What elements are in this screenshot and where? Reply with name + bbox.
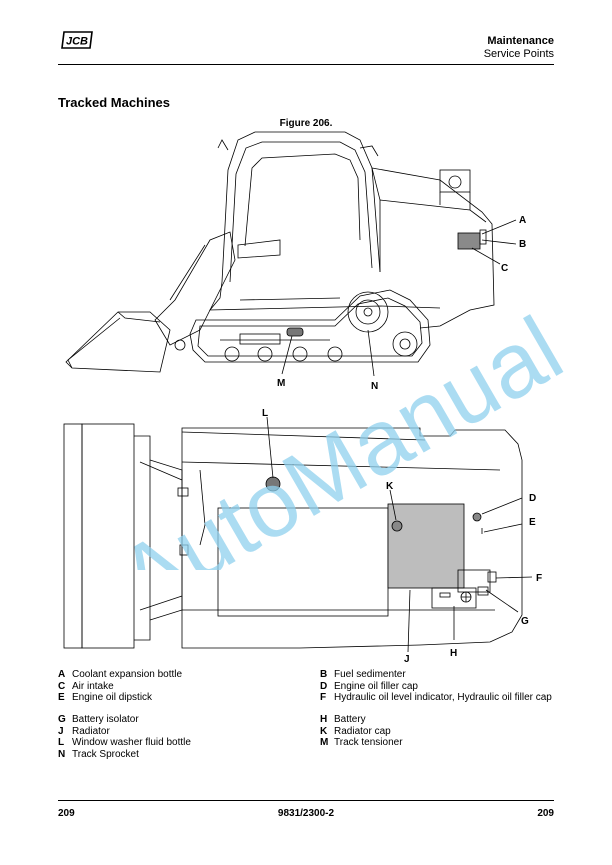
legend-item: C Air intake <box>58 681 114 693</box>
legend-text: Engine oil dipstick <box>72 692 153 703</box>
jcb-logo: JCB <box>61 31 93 49</box>
callout-a: A <box>519 215 526 226</box>
logo-text: JCB <box>66 36 88 48</box>
legend-text: Coolant expansion bottle <box>72 669 183 680</box>
legend-text: Hydraulic oil level indicator, Hydraulic… <box>334 692 552 703</box>
callout-n: N <box>371 381 378 392</box>
legend-key: E <box>58 692 65 703</box>
legend-key: J <box>58 725 64 737</box>
callout-b: B <box>519 239 526 250</box>
legend-key: A <box>58 669 66 680</box>
legend-key: B <box>320 669 328 680</box>
callout-h: H <box>450 648 457 659</box>
footer-document-number: 9831/2300-2 <box>277 808 335 819</box>
legend-text: Battery isolator <box>72 714 139 725</box>
header-rule <box>58 64 554 65</box>
legend-key: M <box>320 737 329 748</box>
footer-page-right: 209 <box>537 808 554 819</box>
callout-d: D <box>529 493 536 504</box>
legend-item: E Engine oil dipstick <box>58 692 152 704</box>
legend-text: Window washer fluid bottle <box>72 737 191 748</box>
legend-text: Fuel sedimenter <box>334 669 406 680</box>
legend-text: Engine oil filler cap <box>334 680 418 692</box>
legend-key: C <box>58 680 66 692</box>
callout-f: F <box>536 573 542 584</box>
legend-item: H Battery <box>320 714 366 726</box>
legend-text: Track tensioner <box>334 737 403 748</box>
callout-c: C <box>501 263 508 274</box>
figure-title: Figure 206. <box>279 118 333 129</box>
legend-item: A Coolant expansion bottle <box>58 669 182 681</box>
top-view <box>63 416 533 653</box>
callout-k: K <box>386 481 394 492</box>
legend-item: D Engine oil filler cap <box>320 681 418 693</box>
legend-item: M Track tensioner <box>320 737 403 749</box>
legend-text: Track Sprocket <box>72 748 139 760</box>
side-view <box>65 131 517 377</box>
legend-text: Battery <box>334 714 366 725</box>
header-subtitle: Service Points <box>483 48 554 60</box>
legend-text: Radiator cap <box>334 725 391 737</box>
legend-key: F <box>320 692 327 703</box>
legend-text: Radiator <box>72 725 110 737</box>
header-title: Maintenance <box>487 35 554 47</box>
legend-item: N Track Sprocket <box>58 749 139 761</box>
legend-key: D <box>320 680 328 692</box>
legend-item: G Battery isolator <box>58 714 139 726</box>
footer-page-left: 209 <box>58 808 75 819</box>
legend-key: G <box>58 714 66 725</box>
legend-item: J Radiator <box>58 726 110 738</box>
callout-m: M <box>277 378 285 389</box>
legend-text: Air intake <box>72 680 114 692</box>
legend-item: F Hydraulic oil level indicator, Hydrauli… <box>320 692 552 704</box>
legend-item: L Window washer fluid bottle <box>58 737 191 749</box>
section-title: Tracked Machines <box>58 95 170 110</box>
footer-rule <box>58 800 554 801</box>
callout-g: G <box>521 616 529 627</box>
legend-key: L <box>58 737 65 748</box>
legend-key: N <box>58 748 66 760</box>
legend-item: K Radiator cap <box>320 726 391 738</box>
callout-l: L <box>262 408 268 419</box>
legend-key: K <box>320 725 328 737</box>
callout-e: E <box>529 517 536 528</box>
legend-item: B Fuel sedimenter <box>320 669 406 681</box>
callout-j: J <box>404 654 410 665</box>
legend-key: H <box>320 714 328 725</box>
